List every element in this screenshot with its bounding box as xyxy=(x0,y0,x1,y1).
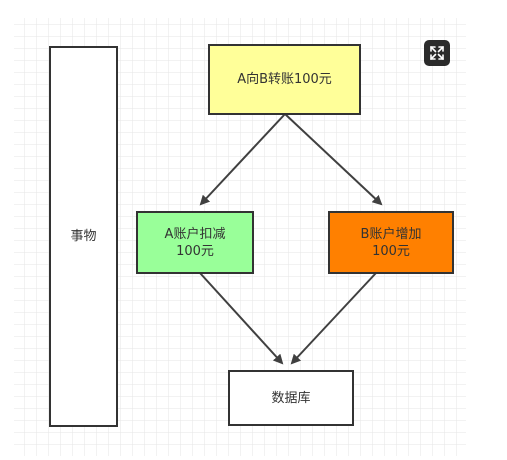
arrow-transfer-to-credit xyxy=(284,113,383,206)
expand-arrows-icon xyxy=(430,46,444,60)
node-credit xyxy=(328,211,454,274)
arrow-transfer-to-debit xyxy=(199,113,286,206)
node-debit xyxy=(136,211,254,274)
arrow-debit-to-database xyxy=(199,272,284,365)
node-transaction xyxy=(49,46,118,427)
expand-button[interactable] xyxy=(424,40,450,66)
node-transfer xyxy=(208,44,361,115)
arrow-credit-to-database xyxy=(290,272,377,365)
node-database xyxy=(228,370,354,426)
